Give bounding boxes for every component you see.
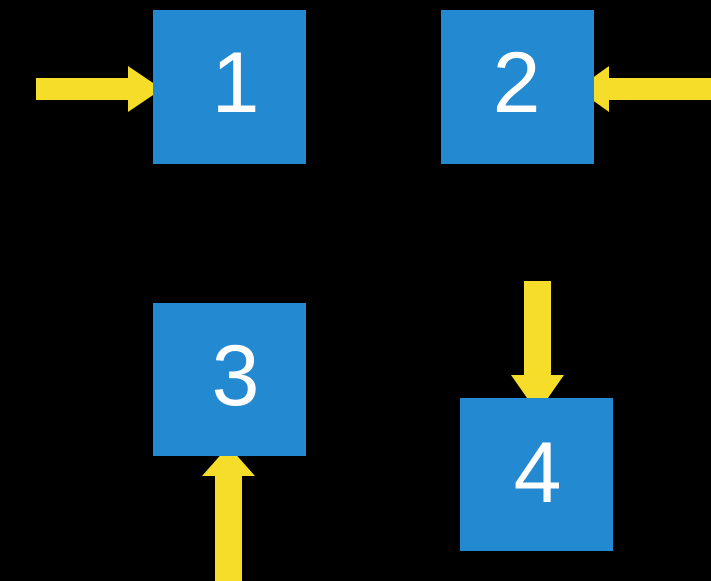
- node-label-2: 2: [492, 35, 541, 131]
- arrow-right-icon: [36, 66, 162, 112]
- arrow-up-into-node-3: [200, 446, 257, 581]
- node-label-3: 3: [211, 327, 260, 424]
- node-label-4: 4: [513, 424, 562, 521]
- arrow-down-icon: [511, 281, 564, 413]
- node-box-2[interactable]: 2: [441, 10, 594, 164]
- arrow-down-into-node-4: [509, 281, 566, 415]
- arrow-right-into-node-1: [36, 64, 162, 114]
- node-box-1[interactable]: 1: [153, 10, 306, 164]
- arrow-up-icon: [202, 446, 255, 581]
- node-box-4[interactable]: 4: [460, 398, 613, 551]
- node-box-3[interactable]: 3: [153, 303, 306, 456]
- node-label-1: 1: [211, 35, 260, 131]
- arrow-left-icon: [577, 66, 711, 112]
- arrow-left-into-node-2: [577, 64, 711, 114]
